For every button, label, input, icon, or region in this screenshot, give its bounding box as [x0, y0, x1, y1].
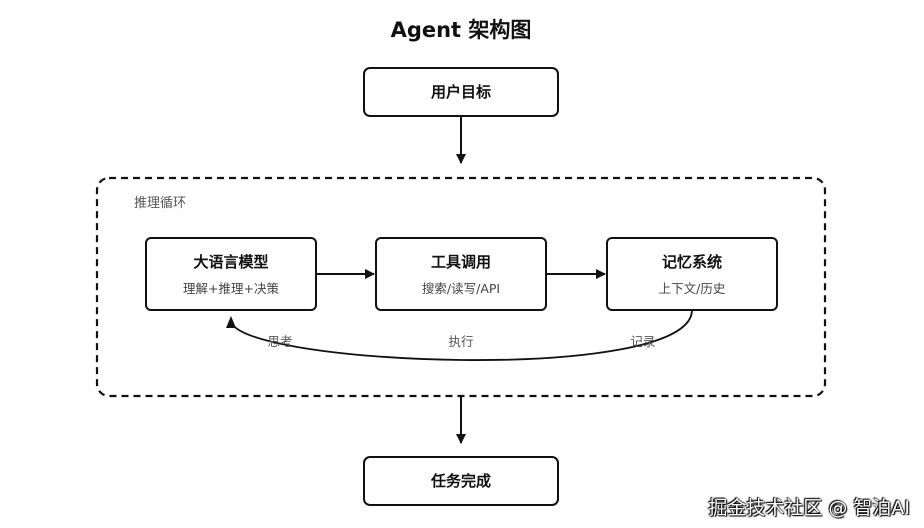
- node-memory-box: [606, 237, 778, 311]
- node-llm-sub: 理解+推理+决策: [183, 281, 279, 296]
- node-task-done-box: [363, 456, 559, 506]
- watermark: 掘金技术社区 @ 智泊AI: [708, 497, 910, 519]
- node-memory: 记忆系统 上下文/历史: [606, 237, 778, 311]
- loop-label-record: 记录: [630, 334, 655, 349]
- node-user-goal-label: 用户目标: [431, 83, 491, 101]
- node-task-done-label: 任务完成: [430, 472, 491, 490]
- node-user-goal: 用户目标: [363, 67, 559, 117]
- loop-region-label: 推理循环: [134, 196, 186, 211]
- node-tools-sub: 搜索/读写/API: [422, 281, 500, 296]
- node-llm: 大语言模型 理解+推理+决策: [145, 237, 317, 311]
- node-memory-sub: 上下文/历史: [659, 281, 726, 296]
- loop-label-execute: 执行: [448, 334, 473, 349]
- diagram-title: Agent 架构图: [391, 18, 532, 42]
- loop-arrowhead: [226, 316, 236, 328]
- node-llm-box: [145, 237, 317, 311]
- loop-label-think: 思考: [267, 334, 292, 349]
- node-task-done: 任务完成: [363, 456, 559, 506]
- node-tools-label: 工具调用: [431, 253, 491, 271]
- node-tools: 工具调用 搜索/读写/API: [375, 237, 547, 311]
- edge-memory-to-llm-loop: [230, 309, 693, 361]
- node-tools-box: [375, 237, 547, 311]
- node-memory-label: 记忆系统: [662, 253, 722, 271]
- node-llm-label: 大语言模型: [193, 253, 268, 271]
